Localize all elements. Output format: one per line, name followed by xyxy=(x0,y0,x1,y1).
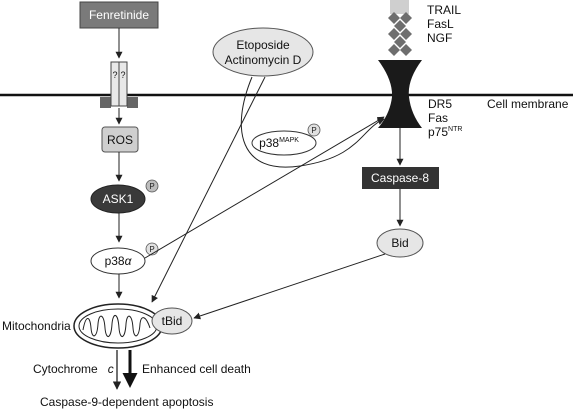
ligand-column xyxy=(388,0,412,56)
ask1-phospho-label: P xyxy=(149,182,154,191)
receptor-question-2: ? xyxy=(120,70,125,80)
ask1-label: ASK1 xyxy=(103,192,134,206)
arrow-etoposide-mitochondria xyxy=(151,76,266,303)
etoposide-label: Etoposide xyxy=(236,38,290,52)
arrow-etoposide-receptor xyxy=(240,76,385,168)
p38a-phospho-label: P xyxy=(149,245,154,254)
tbid-label: tBid xyxy=(162,314,183,328)
unknown-receptor: ? ? xyxy=(100,61,138,108)
cell-membrane-label: Cell membrane xyxy=(487,97,569,111)
receptor-question-1: ? xyxy=(112,70,117,80)
fasl-label: FasL xyxy=(427,17,454,31)
actinomycin-label: Actinomycin D xyxy=(225,53,302,67)
mitochondria-organelle xyxy=(73,303,163,349)
caspase9-label: Caspase-9-dependent apoptosis xyxy=(40,395,213,409)
bid-node xyxy=(376,228,424,258)
ros-label: ROS xyxy=(107,133,133,147)
etoposide-node xyxy=(212,27,314,77)
death-receptor xyxy=(378,60,422,128)
ros-box xyxy=(101,126,139,153)
p75-label: p75NTR xyxy=(428,125,462,139)
ask1-phospho-badge xyxy=(145,179,159,193)
arrow-p38a-receptor xyxy=(144,116,385,259)
ask1-node xyxy=(90,184,146,214)
p38mapk-label: p38MAPK xyxy=(259,136,299,150)
bid-label: Bid xyxy=(391,236,408,250)
p38mapk-phospho-label: P xyxy=(311,126,316,135)
caspase8-label: Caspase-8 xyxy=(371,171,429,185)
fas-label: Fas xyxy=(428,111,448,125)
dr5-label: DR5 xyxy=(428,97,452,111)
arrow-bid-tbid xyxy=(193,253,386,320)
mitochondria-label: Mitochondria xyxy=(2,319,71,333)
p38a-node xyxy=(90,247,146,275)
tbid-node xyxy=(151,307,193,335)
fenretinide-label: Fenretinide xyxy=(89,8,149,22)
ngf-label: NGF xyxy=(427,31,452,45)
enhanced-death-label: Enhanced cell death xyxy=(142,362,251,376)
p38a-label: p38α xyxy=(105,254,133,268)
caspase8-box xyxy=(362,167,439,189)
p38mapk-phospho-badge xyxy=(307,123,321,137)
trail-label: TRAIL xyxy=(427,3,461,17)
p38mapk-node xyxy=(251,130,317,156)
